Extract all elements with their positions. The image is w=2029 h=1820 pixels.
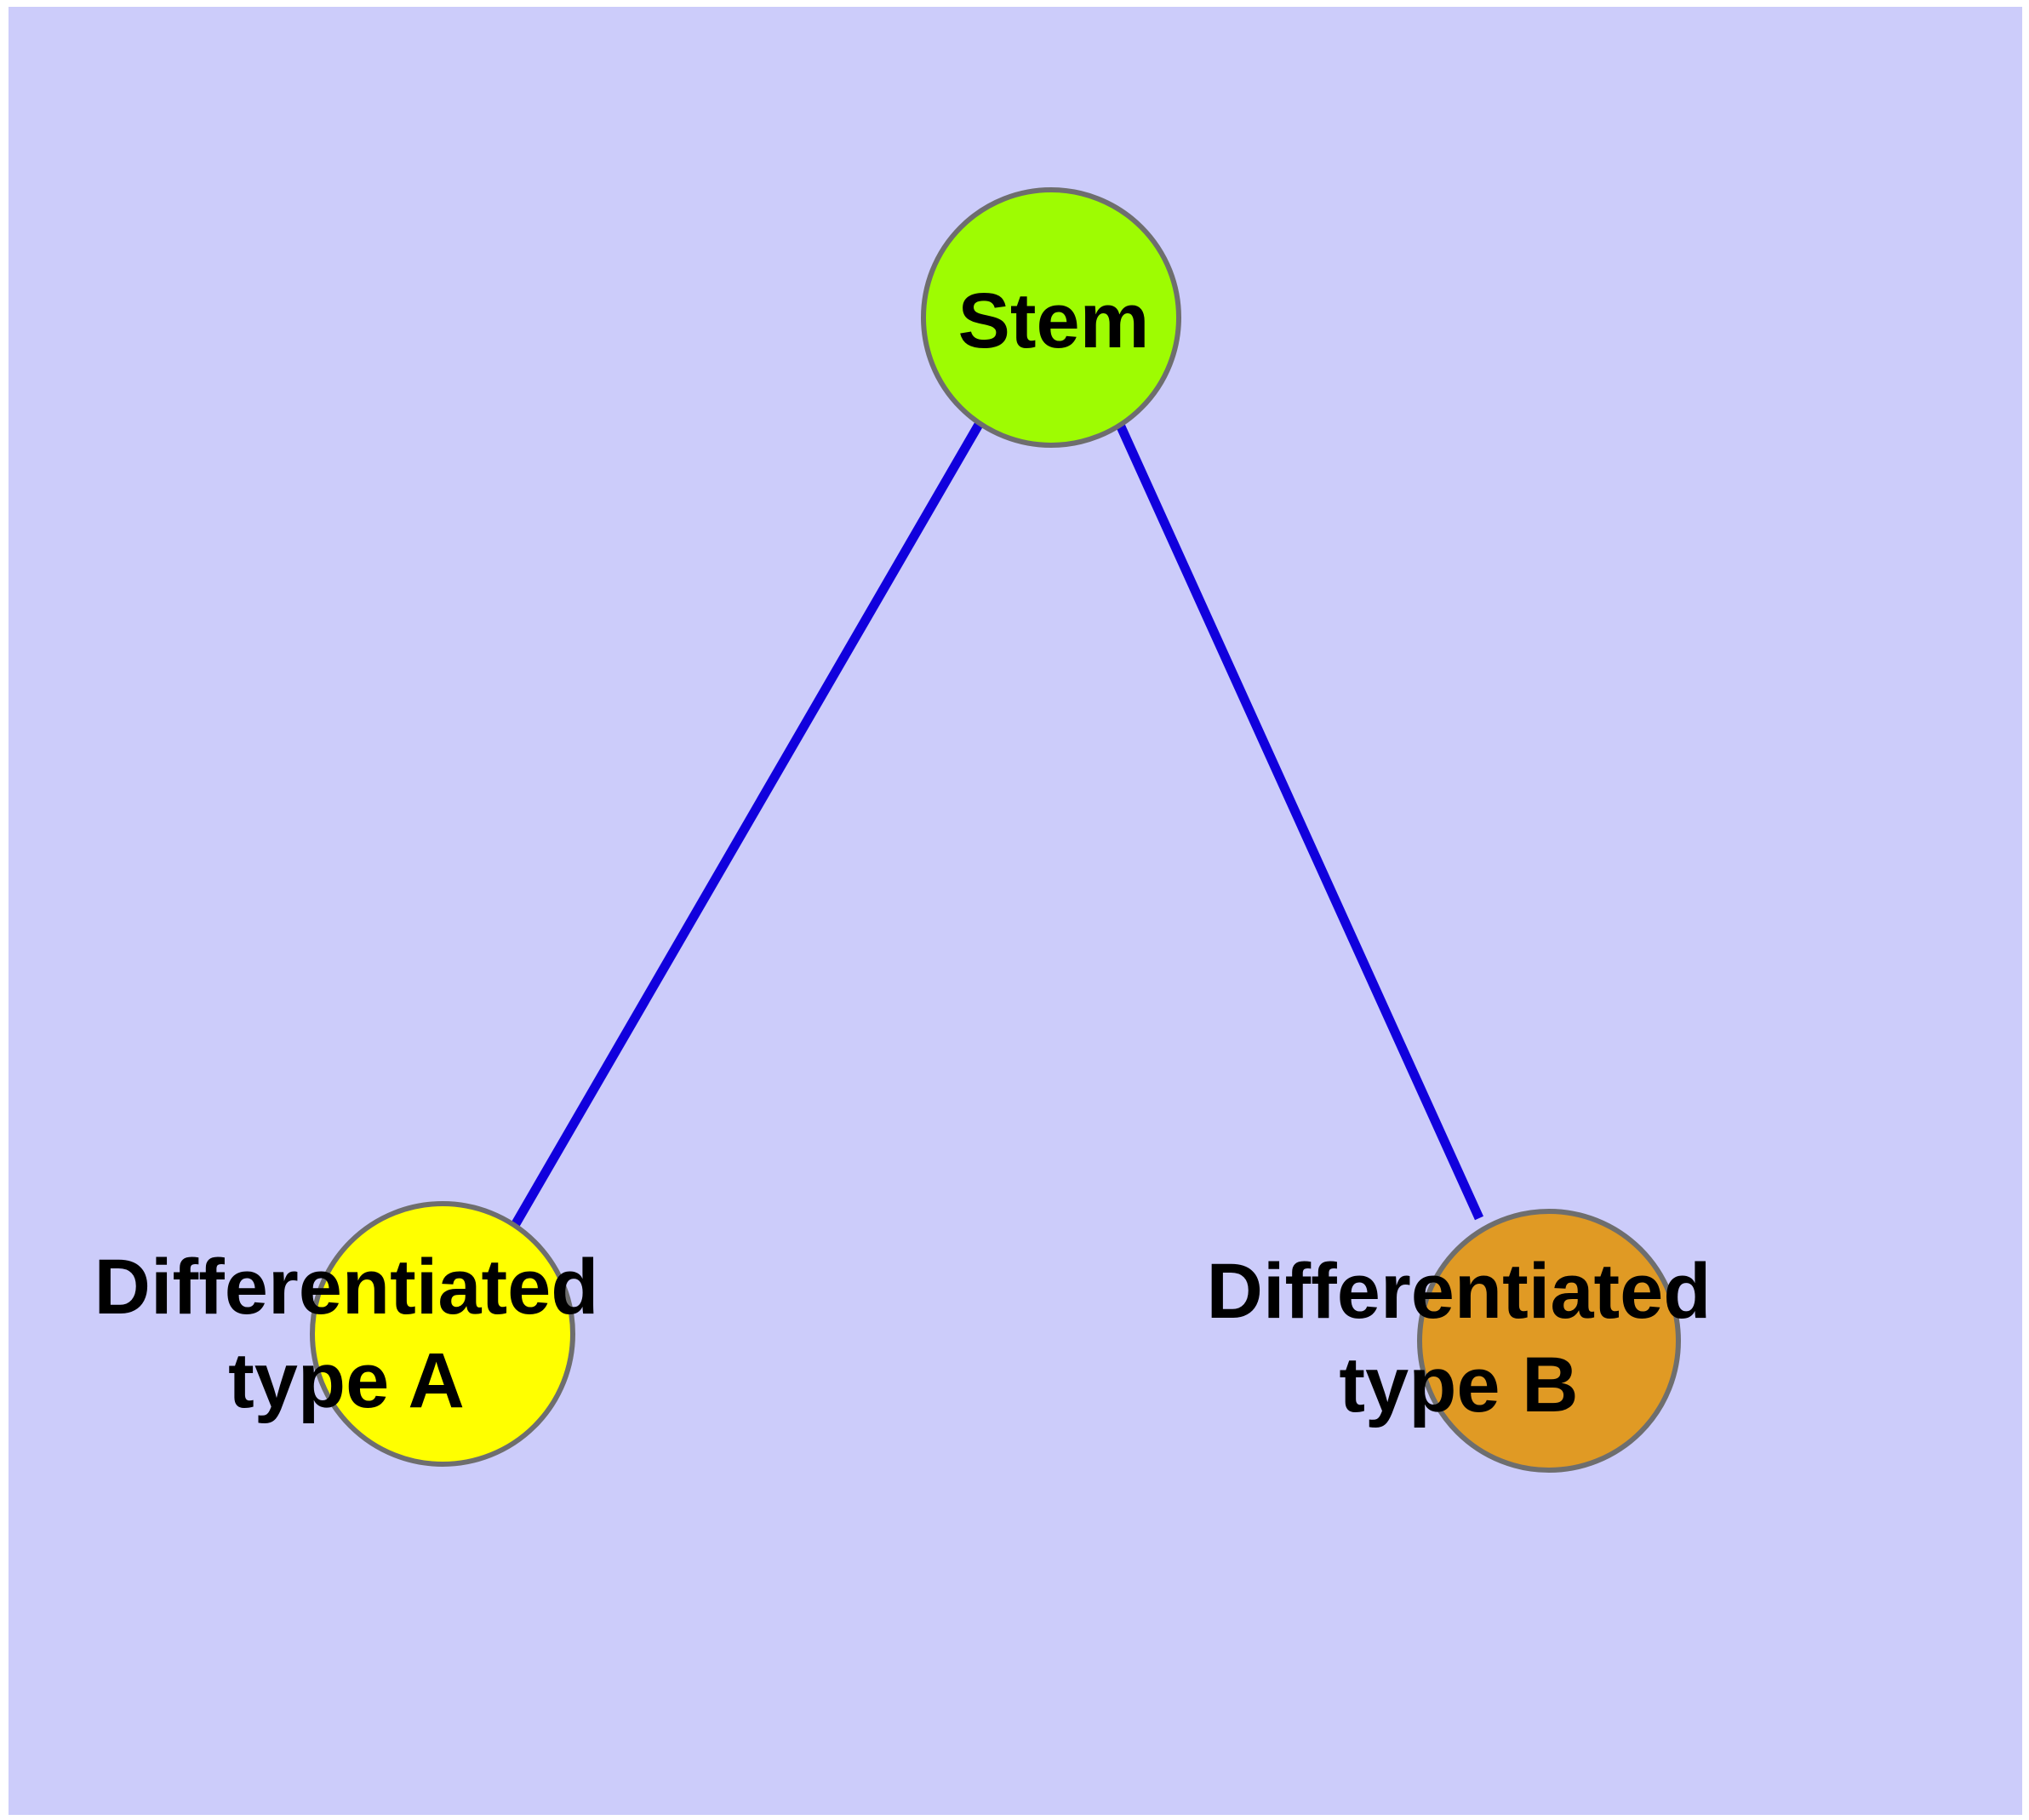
node-stem[interactable]: [921, 187, 1181, 448]
edge-stem-to-a[interactable]: [510, 421, 984, 1229]
node-label-stem: Stem: [958, 278, 1150, 364]
label-line: type B: [1339, 1342, 1578, 1428]
node-diff-type-a[interactable]: [310, 1201, 575, 1467]
label-line: Differentiated: [94, 1244, 599, 1331]
edges-group: [510, 421, 1484, 1229]
label-line: Differentiated: [1207, 1248, 1712, 1335]
label-line: Stem: [958, 278, 1150, 364]
nodes-group: [310, 187, 1681, 1473]
label-line: type A: [228, 1337, 465, 1424]
edge-stem-to-b[interactable]: [1115, 422, 1484, 1221]
node-diff-type-b[interactable]: [1417, 1209, 1681, 1473]
